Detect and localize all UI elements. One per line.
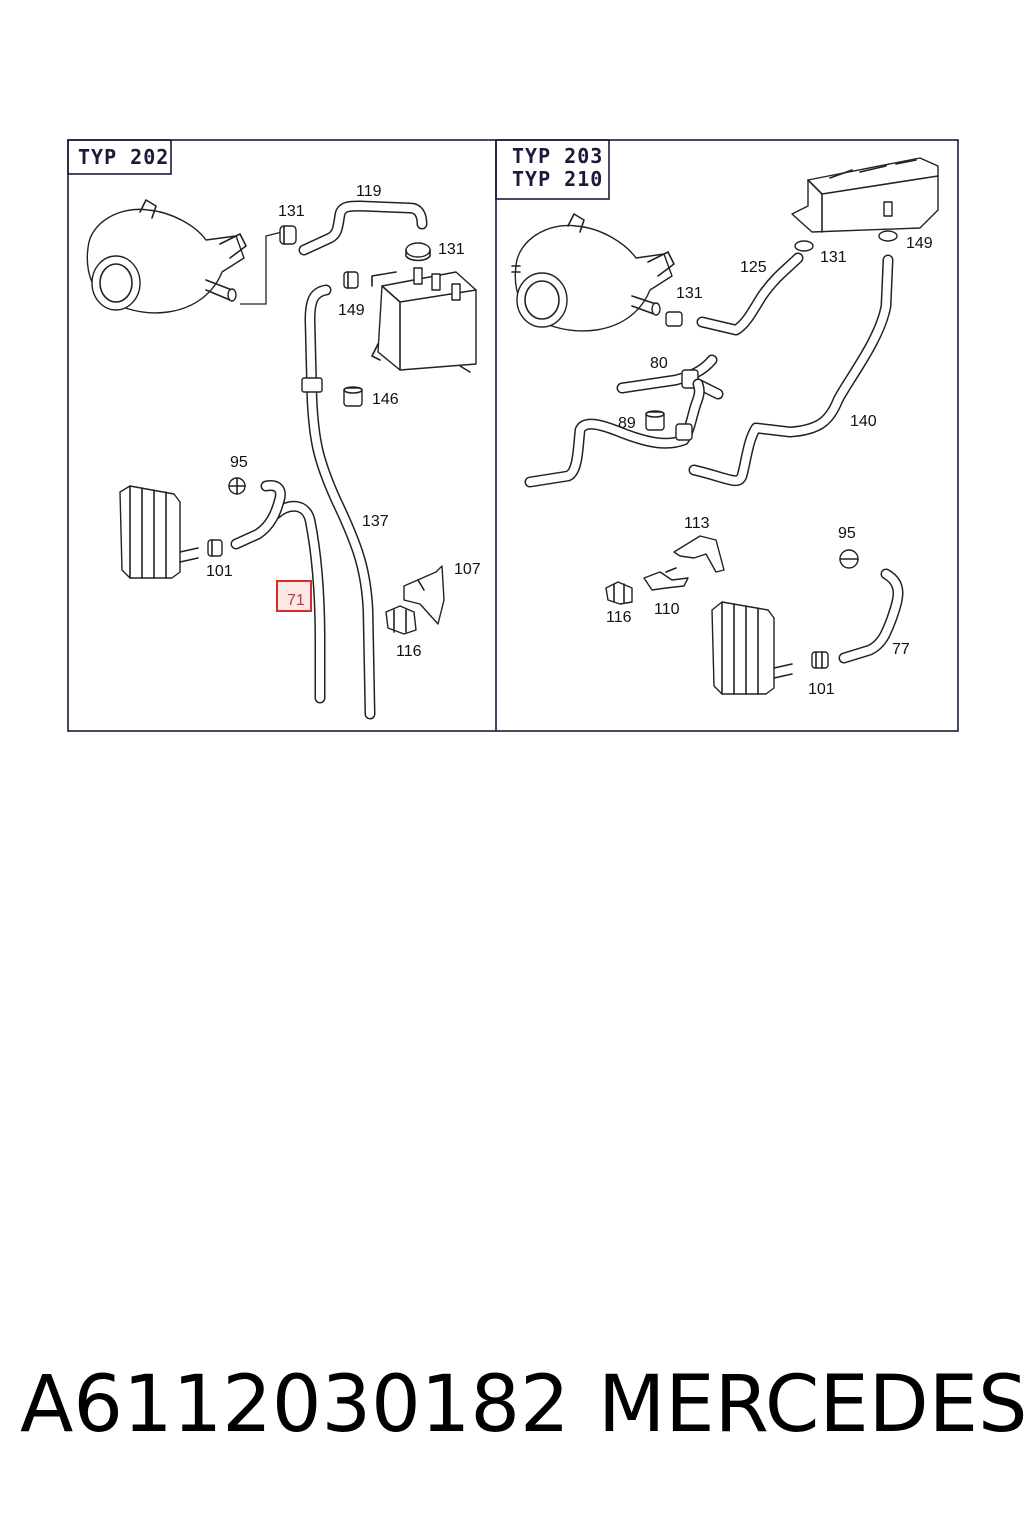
callout-95: 95 bbox=[230, 454, 248, 471]
panel-title-box-typ203-210 bbox=[495, 139, 610, 200]
hose-125 bbox=[696, 252, 804, 336]
hose-clamp-131-c bbox=[794, 240, 814, 252]
hose-clamp-101-left bbox=[207, 539, 223, 557]
hose-lower-right bbox=[524, 378, 705, 488]
callout-101-right: 101 bbox=[808, 681, 835, 698]
clip-116-right bbox=[605, 581, 633, 605]
callout-131-c: 131 bbox=[820, 249, 847, 266]
callout-110: 110 bbox=[654, 601, 680, 618]
oil-cooler-left bbox=[119, 485, 199, 579]
footer: A6112030182 MERCEDES bbox=[0, 1360, 1024, 1470]
callout-101: 101 bbox=[206, 563, 233, 580]
hose-140 bbox=[688, 254, 894, 487]
hose-137 bbox=[301, 284, 376, 720]
hose-77 bbox=[838, 568, 904, 664]
hose-119 bbox=[298, 200, 428, 256]
highlight-box-71 bbox=[276, 580, 312, 612]
callout-131-d: 131 bbox=[676, 285, 703, 302]
callout-95-right: 95 bbox=[838, 525, 856, 542]
grommet-146 bbox=[343, 386, 363, 407]
callout-125: 125 bbox=[740, 259, 767, 276]
hose-clamp-131-d bbox=[665, 311, 683, 327]
bracket-line-left bbox=[240, 231, 283, 305]
panel-title-typ202: TYP 202 bbox=[78, 145, 169, 169]
panel-title-typ210: TYP 210 bbox=[512, 167, 603, 191]
hose-clamp-101-right bbox=[811, 651, 829, 669]
callout-116: 116 bbox=[396, 643, 422, 660]
callout-140: 140 bbox=[850, 413, 877, 430]
bracket-110 bbox=[643, 567, 689, 591]
panel-title-typ203: TYP 203 bbox=[512, 144, 603, 168]
oil-cooler-right bbox=[711, 601, 793, 695]
callout-77: 77 bbox=[892, 641, 910, 658]
callout-131-b: 131 bbox=[438, 241, 465, 258]
callout-119: 119 bbox=[356, 183, 382, 200]
callout-89: 89 bbox=[618, 415, 636, 432]
callout-71-highlighted: 71 bbox=[287, 592, 305, 609]
hose-clamp-95-right bbox=[839, 549, 859, 569]
part-number: A6112030182 bbox=[20, 1360, 570, 1450]
filter-housing-left bbox=[371, 267, 477, 373]
hose-clamp-131-a bbox=[279, 225, 297, 245]
clip-116-left bbox=[385, 605, 417, 635]
hose-clamp-149-left bbox=[343, 271, 359, 289]
brand-name: MERCEDES bbox=[598, 1360, 1024, 1450]
hose-clamp-95-left bbox=[228, 477, 246, 495]
callout-131-a: 131 bbox=[278, 203, 305, 220]
oil-cooler-module-right bbox=[791, 157, 939, 233]
callout-113: 113 bbox=[684, 515, 710, 532]
callout-116-right: 116 bbox=[606, 609, 632, 626]
callout-107: 107 bbox=[454, 561, 481, 578]
hose-clamp-131-b bbox=[405, 242, 431, 262]
panel-title-box-typ202 bbox=[67, 139, 172, 175]
callout-80: 80 bbox=[650, 355, 668, 372]
bracket-107 bbox=[403, 565, 445, 625]
hose-71 bbox=[270, 500, 326, 704]
grommet-89 bbox=[645, 410, 665, 431]
callout-146: 146 bbox=[372, 391, 399, 408]
pump-housing-left bbox=[86, 199, 247, 314]
pump-housing-right bbox=[511, 213, 675, 332]
callout-137: 137 bbox=[362, 513, 389, 530]
bracket-113 bbox=[673, 535, 725, 573]
callout-149-right: 149 bbox=[906, 235, 933, 252]
callout-149: 149 bbox=[338, 302, 365, 319]
hose-clamp-149-right bbox=[878, 230, 898, 242]
parts-diagram: TYP 202 TYP 203 TYP 210 bbox=[67, 139, 959, 732]
hose-cooler-left bbox=[230, 480, 286, 550]
